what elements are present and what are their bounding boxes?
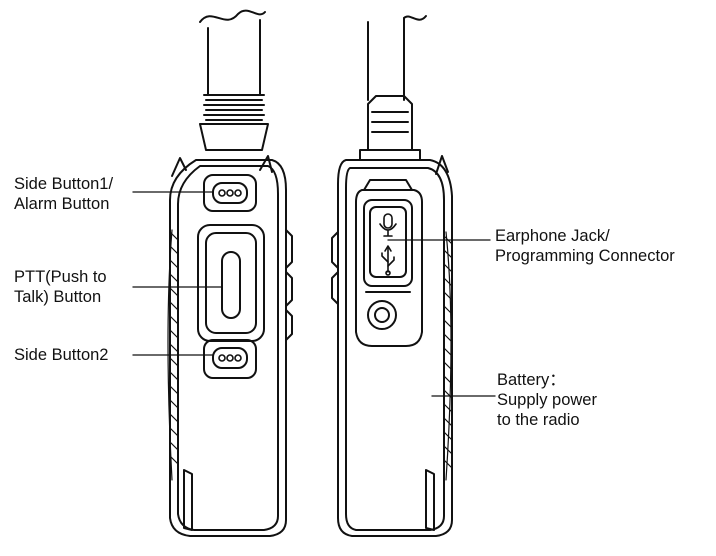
label-battery: Battery： Supply power to the radio (497, 371, 597, 429)
radio-front-view (167, 9, 293, 537)
leader-lines (132, 191, 496, 397)
ptt-button[interactable] (197, 224, 265, 342)
microphone-icon (379, 213, 397, 237)
side-button-2[interactable] (203, 339, 257, 379)
usb-icon (381, 245, 395, 276)
side-button-1[interactable] (203, 174, 257, 212)
antenna-left (199, 9, 269, 151)
label-side-button-2: Side Button2 (14, 346, 109, 364)
radio-side-view (331, 15, 453, 537)
antenna-right (359, 15, 427, 161)
label-earphone-jack: Earphone Jack/ Programming Connector (495, 227, 675, 265)
label-ptt-button: PTT(Push to Talk) Button (14, 268, 107, 306)
earphone-jack-cover[interactable] (355, 179, 423, 347)
label-side-button-1: Side Button1/ Alarm Button (14, 175, 114, 213)
